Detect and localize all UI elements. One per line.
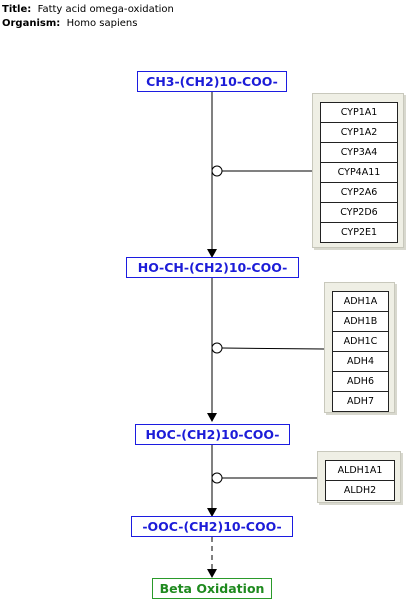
gene-box-aldh1a1[interactable]: ALDH1A1	[325, 460, 395, 481]
gene-box-cyp3a4[interactable]: CYP3A4	[320, 142, 398, 163]
metabolite-hydroxy-lauric-acid[interactable]: HO-CH-(CH2)10-COO-	[126, 257, 299, 278]
gene-box-adh6[interactable]: ADH6	[332, 371, 389, 392]
enzyme-group-cytochrome-p450: CYP1A1 CYP1A2 CYP3A4 CYP4A11 CYP2A6 CYP2…	[312, 93, 404, 248]
gene-box-cyp4a11[interactable]: CYP4A11	[320, 162, 398, 183]
arrowhead-2	[207, 413, 217, 422]
gene-box-aldh2[interactable]: ALDH2	[325, 480, 395, 501]
metabolite-oxo-lauric-acid[interactable]: HOC-(CH2)10-COO-	[135, 424, 290, 445]
pathway-link-beta-oxidation[interactable]: Beta Oxidation	[152, 578, 272, 599]
arrowhead-3	[207, 508, 217, 517]
metabolite-dodecanedioic-acid[interactable]: -OOC-(CH2)10-COO-	[131, 516, 293, 537]
metabolite-lauric-acid[interactable]: CH3-(CH2)10-COO-	[137, 71, 287, 92]
gene-box-cyp1a2[interactable]: CYP1A2	[320, 122, 398, 143]
organism-label: Organism:	[2, 18, 61, 29]
gene-box-adh7[interactable]: ADH7	[332, 391, 389, 412]
gene-box-adh4[interactable]: ADH4	[332, 351, 389, 372]
gene-box-adh1a[interactable]: ADH1A	[332, 291, 389, 312]
pathway-title: Title: Fatty acid omega-oxidation	[2, 4, 174, 16]
arrowhead-4	[207, 569, 217, 578]
enzyme-group-alcohol-dehydrogenase: ADH1A ADH1B ADH1C ADH4 ADH6 ADH7	[324, 282, 395, 413]
enzyme-group-aldehyde-dehydrogenase: ALDH1A1 ALDH2	[317, 451, 401, 503]
gene-box-adh1b[interactable]: ADH1B	[332, 311, 389, 332]
organism-value: Homo sapiens	[66, 18, 138, 29]
catalysis-link-2	[221, 347, 325, 350]
gene-box-cyp2e1[interactable]: CYP2E1	[320, 222, 398, 243]
gene-box-cyp1a1[interactable]: CYP1A1	[320, 102, 398, 123]
gene-box-cyp2a6[interactable]: CYP2A6	[320, 182, 398, 203]
title-value: Fatty acid omega-oxidation	[37, 4, 174, 15]
pathway-organism: Organism: Homo sapiens	[2, 18, 137, 30]
catalysis-node-3	[211, 472, 223, 484]
catalysis-node-2	[211, 342, 223, 354]
catalysis-node-1	[211, 165, 223, 177]
arrowhead-1	[207, 249, 217, 258]
gene-box-cyp2d6[interactable]: CYP2D6	[320, 202, 398, 223]
title-label: Title:	[2, 4, 32, 15]
gene-box-adh1c[interactable]: ADH1C	[332, 331, 389, 352]
